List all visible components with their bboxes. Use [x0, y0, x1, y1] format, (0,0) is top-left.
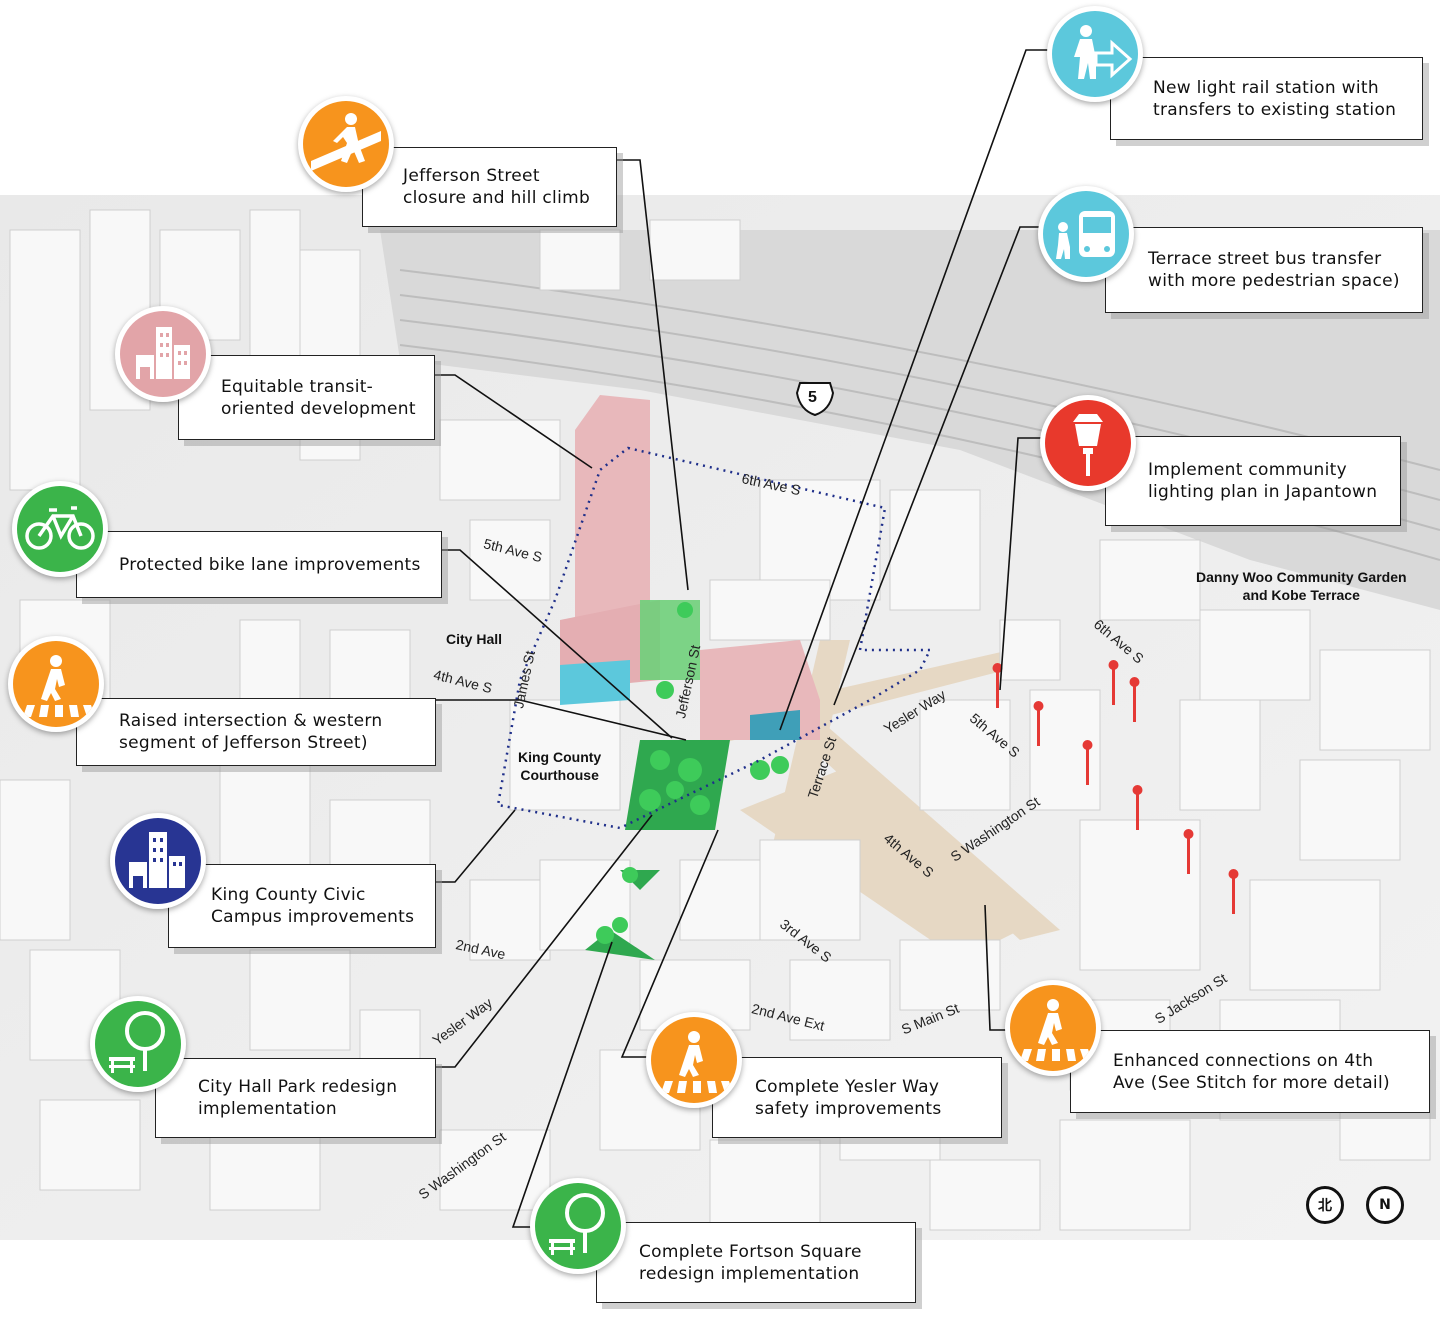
- callout-line: Complete Yesler Way: [755, 1076, 940, 1097]
- callout-line: Protected bike lane improvements: [119, 554, 421, 575]
- callout-line: City Hall Park redesign: [198, 1077, 398, 1097]
- courthouse-line-1: King County: [518, 749, 602, 765]
- badge-raised-intersection: [8, 636, 104, 732]
- callout-line: Raised intersection & western: [119, 711, 383, 731]
- interstate-shield-number: 5: [808, 389, 817, 406]
- callout-line: Campus improvements: [211, 907, 415, 927]
- badge-community-lighting: [1040, 395, 1136, 491]
- callout-line: Ave (See Stitch for more detail): [1113, 1072, 1390, 1093]
- garden-line-1: Danny Woo Community Garden: [1196, 569, 1407, 585]
- badge-civic-campus: [110, 813, 206, 909]
- pedestrian-crossing-icon: [311, 113, 381, 171]
- callout-line: with more pedestrian space): [1148, 271, 1400, 291]
- badge-transit-oriented-development: [115, 306, 211, 402]
- callout-line: Implement community: [1148, 460, 1347, 480]
- callout-line: Complete Fortson Square: [639, 1241, 862, 1262]
- tod-tower: [560, 395, 820, 740]
- callout-line: Jefferson Street: [403, 166, 540, 186]
- callout-line: closure and hill climb: [403, 188, 591, 208]
- lantern-icon: [1073, 414, 1103, 476]
- callout-transit-oriented-development: Equitable transit-oriented development: [178, 355, 435, 440]
- buildings-icon: [136, 327, 190, 379]
- badge-jefferson-hill-climb: [298, 96, 394, 192]
- callout-line: redesign implementation: [639, 1263, 860, 1284]
- callout-line: Terrace street bus transfer: [1148, 249, 1382, 269]
- badge-fortson-square: [530, 1178, 626, 1274]
- courthouse-line-2: Courthouse: [520, 767, 599, 783]
- callout-line: safety improvements: [755, 1098, 942, 1119]
- interstate-shield: [795, 382, 835, 417]
- bicycle-icon: [25, 506, 95, 550]
- callout-line: oriented development: [221, 398, 416, 419]
- pedestrian-arrow-icon: [1074, 25, 1133, 79]
- callout-line: Enhanced connections on 4th: [1113, 1050, 1374, 1071]
- callout-line: King County Civic: [211, 885, 366, 905]
- badge-bike-lane: [12, 481, 108, 577]
- bus-pedestrian-icon: [1056, 211, 1115, 259]
- badge-yesler-safety: [646, 1012, 742, 1108]
- callout-bike-lane: Protected bike lane improvements: [76, 531, 442, 598]
- garden-line-2: and Kobe Terrace: [1242, 587, 1360, 603]
- badge-light-rail-station: [1047, 6, 1143, 102]
- north-arrow-cn: 北: [1306, 1186, 1344, 1224]
- callout-line: New light rail station with: [1153, 77, 1379, 98]
- badge-fourth-ave-connections: [1005, 980, 1101, 1076]
- parks: [585, 600, 789, 960]
- badge-terrace-bus-transfer: [1038, 186, 1134, 282]
- place-courthouse: King County Courthouse: [518, 748, 601, 784]
- callout-line: lighting plan in Japantown: [1148, 482, 1378, 502]
- north-arrow-en: N: [1366, 1186, 1404, 1224]
- civic-buildings-icon: [129, 832, 185, 888]
- crosswalk-icon: [1020, 999, 1092, 1061]
- callout-line: implementation: [198, 1099, 337, 1119]
- community-lanterns: [992, 660, 1239, 914]
- badge-city-hall-park: [90, 996, 186, 1092]
- place-danny-woo-garden: Danny Woo Community Garden and Kobe Terr…: [1196, 568, 1407, 604]
- place-city-hall: City Hall: [446, 631, 503, 647]
- callout-line: transfers to existing station: [1153, 99, 1397, 120]
- crosswalk-icon: [661, 1031, 733, 1093]
- tree-bench-icon: [109, 1011, 165, 1073]
- tree-bench-icon: [549, 1193, 605, 1255]
- building-massing: [0, 209, 1431, 1231]
- callout-line: Equitable transit-: [221, 376, 374, 397]
- crosswalk-icon: [23, 655, 95, 717]
- callout-line: segment of Jefferson Street): [119, 733, 368, 753]
